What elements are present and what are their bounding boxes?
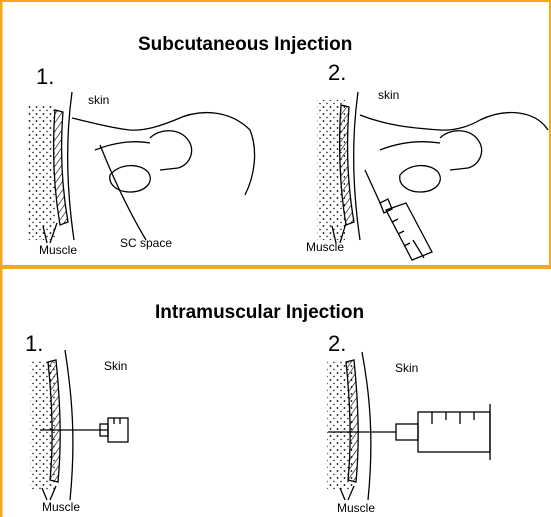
sc2-tick-1 [392, 219, 398, 222]
sc-space-label: SC space [120, 237, 172, 249]
im-step1-skin-label: Skin [104, 360, 127, 372]
im-step2-number: 2. [328, 333, 346, 355]
sc2-syringe-barrel [386, 203, 432, 260]
sc2-thumb [400, 166, 441, 192]
sc-step1-muscle-label: Muscle [39, 244, 77, 256]
sc-step2-number: 2. [328, 62, 346, 84]
sc2-tick-3 [404, 243, 410, 246]
sc1-skin-fold [72, 118, 175, 130]
sc2-needle [365, 170, 381, 205]
im2-syringe-barrel [418, 412, 490, 452]
sc2-hand-back [480, 113, 548, 130]
sc1-dotted-tissue [28, 105, 56, 240]
sc1-thumb [110, 166, 151, 192]
sc1-hand-back [175, 113, 255, 195]
sc-step2-illustration [317, 92, 548, 260]
im2-needle-hub [396, 424, 418, 440]
sc1-fold-lower [95, 142, 150, 150]
subcutaneous-title: Subcutaneous Injection [138, 35, 352, 54]
sc-step1-number: 1. [36, 66, 54, 88]
sc1-sc-pointer [100, 145, 146, 240]
im1-skin-line [65, 350, 73, 500]
im-step2-skin-label: Skin [395, 362, 418, 374]
sc1-skin-line [68, 92, 74, 240]
sc-step1-skin-label: skin [88, 94, 109, 106]
im-step1-number: 1. [25, 333, 43, 355]
sc-step2-muscle-label: Muscle [306, 241, 344, 253]
im-step2-muscle-label: Muscle [337, 502, 375, 514]
sc2-plunger [413, 240, 424, 258]
sc-step2-skin-label: skin [378, 89, 399, 101]
im2-skin-line [362, 352, 371, 500]
im1-syringe-tip [108, 418, 128, 442]
intramuscular-title: Intramuscular Injection [155, 303, 364, 322]
im-step1-muscle-label: Muscle [42, 501, 80, 513]
sc1-finger [150, 131, 192, 170]
sc2-tick-2 [398, 231, 404, 234]
sc2-fold-lower [380, 142, 440, 150]
sc2-skin-fold [360, 115, 480, 130]
sc2-finger [440, 131, 482, 170]
sc-step1-illustration [28, 92, 255, 243]
sc2-skin-line [354, 92, 360, 240]
